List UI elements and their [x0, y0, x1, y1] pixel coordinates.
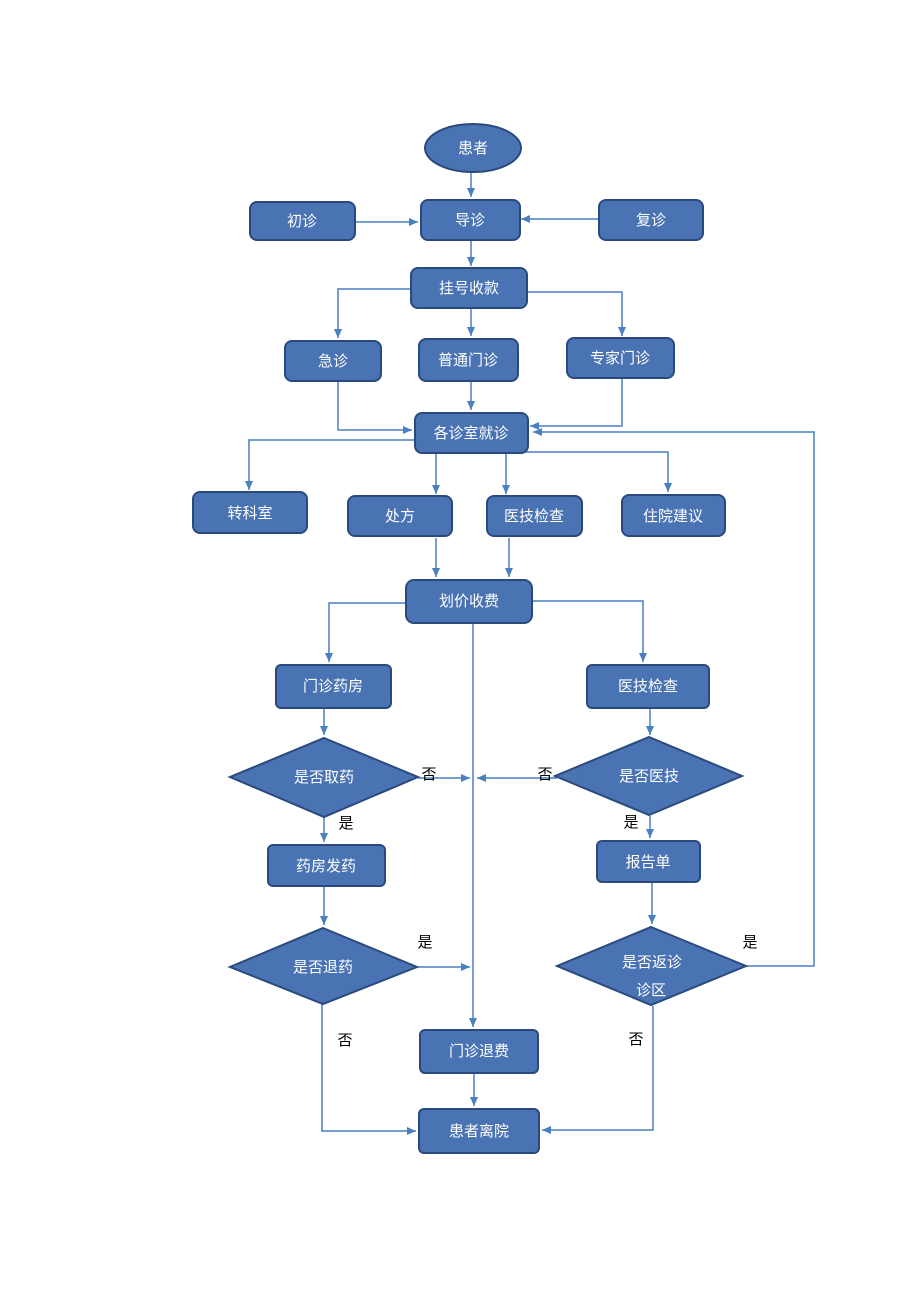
- node-pricing-payment: 划价收费: [405, 579, 533, 624]
- node-department-visit: 各诊室就诊: [414, 412, 529, 454]
- node-general-clinic: 普通门诊: [418, 338, 519, 382]
- node-label: 是否返诊: [622, 953, 682, 971]
- label-return-medicine-no: 否: [337, 1031, 352, 1049]
- edge-return-visit-yes: [533, 428, 815, 967]
- node-label: 药房发药: [296, 857, 356, 875]
- node-label: 普通门诊: [438, 351, 498, 369]
- node-label: 是否取药: [294, 768, 354, 786]
- node-return-visit-question: 是否返诊 诊区: [554, 925, 749, 1007]
- node-label: 门诊药房: [303, 677, 363, 695]
- node-label: 专家门诊: [590, 349, 650, 367]
- node-expert-clinic: 专家门诊: [566, 337, 675, 379]
- edges: [245, 172, 815, 1135]
- node-label: 急诊: [318, 352, 348, 370]
- node-label: 导诊: [455, 211, 485, 229]
- node-label: 处方: [385, 507, 415, 525]
- node-label: 医技检查: [504, 507, 564, 525]
- node-triage: 导诊: [420, 199, 521, 241]
- node-label: 患者离院: [449, 1122, 509, 1140]
- node-label-overflow: 诊区: [636, 981, 666, 999]
- node-report: 报告单: [596, 840, 701, 883]
- node-label: 医技检查: [618, 677, 678, 695]
- edge-return-visit-no: [542, 1006, 654, 1134]
- label-medical-tech-yes: 是: [623, 813, 638, 831]
- node-first-visit: 初诊: [249, 201, 356, 241]
- node-revisit: 复诊: [598, 199, 704, 241]
- edge-emergency-department: [337, 382, 412, 434]
- node-transfer-department: 转科室: [192, 491, 308, 534]
- node-medical-tech-question: 是否医技: [552, 735, 745, 817]
- node-label: 门诊退费: [449, 1042, 509, 1060]
- node-label: 报告单: [625, 853, 670, 871]
- node-label: 是否退药: [293, 958, 353, 976]
- node-patient: 患者: [424, 123, 522, 173]
- label-return-visit-no: 否: [628, 1030, 643, 1048]
- node-take-medicine-question: 是否取药: [227, 736, 421, 819]
- label-take-medicine-yes: 是: [338, 814, 353, 832]
- edge-department-hospitalization: [525, 451, 672, 492]
- node-label: 划价收费: [439, 592, 499, 610]
- label-return-visit-yes: 是: [742, 933, 757, 951]
- node-prescription: 处方: [347, 495, 453, 537]
- node-label: 转科室: [227, 504, 272, 522]
- node-return-medicine-question: 是否退药: [227, 926, 420, 1006]
- edge-pricing-pharmacy: [325, 602, 406, 662]
- edge-department-transfer: [245, 439, 415, 490]
- edge-expert-department: [530, 378, 623, 430]
- node-label: 患者: [458, 139, 488, 157]
- node-pharmacy-dispense: 药房发药: [267, 844, 386, 887]
- node-label: 各诊室就诊: [433, 424, 508, 442]
- node-medical-tech-exam-1: 医技检查: [486, 495, 583, 537]
- node-hospitalization-advice: 住院建议: [621, 494, 726, 537]
- edge-registration-emergency: [334, 288, 411, 338]
- node-registration: 挂号收款: [410, 267, 528, 309]
- edge-pricing-exam2: [531, 600, 647, 662]
- node-label: 复诊: [636, 211, 666, 229]
- node-patient-leaves: 患者离院: [418, 1108, 540, 1154]
- node-label: 初诊: [287, 212, 317, 230]
- node-label: 挂号收款: [439, 279, 499, 297]
- label-take-medicine-no: 否: [421, 765, 436, 783]
- node-outpatient-refund: 门诊退费: [419, 1029, 539, 1074]
- label-medical-tech-no: 否: [537, 765, 552, 783]
- node-medical-tech-exam-2: 医技检查: [586, 664, 710, 709]
- label-return-medicine-yes: 是: [417, 933, 432, 951]
- edge-return-med-no: [321, 1003, 416, 1135]
- node-outpatient-pharmacy: 门诊药房: [275, 664, 392, 709]
- node-label: 住院建议: [643, 507, 703, 525]
- edge-labels: 否 否 是 是 是 是 否 否: [337, 765, 757, 1049]
- edge-registration-expert: [527, 291, 626, 336]
- node-emergency: 急诊: [284, 340, 382, 382]
- node-label: 是否医技: [619, 767, 679, 785]
